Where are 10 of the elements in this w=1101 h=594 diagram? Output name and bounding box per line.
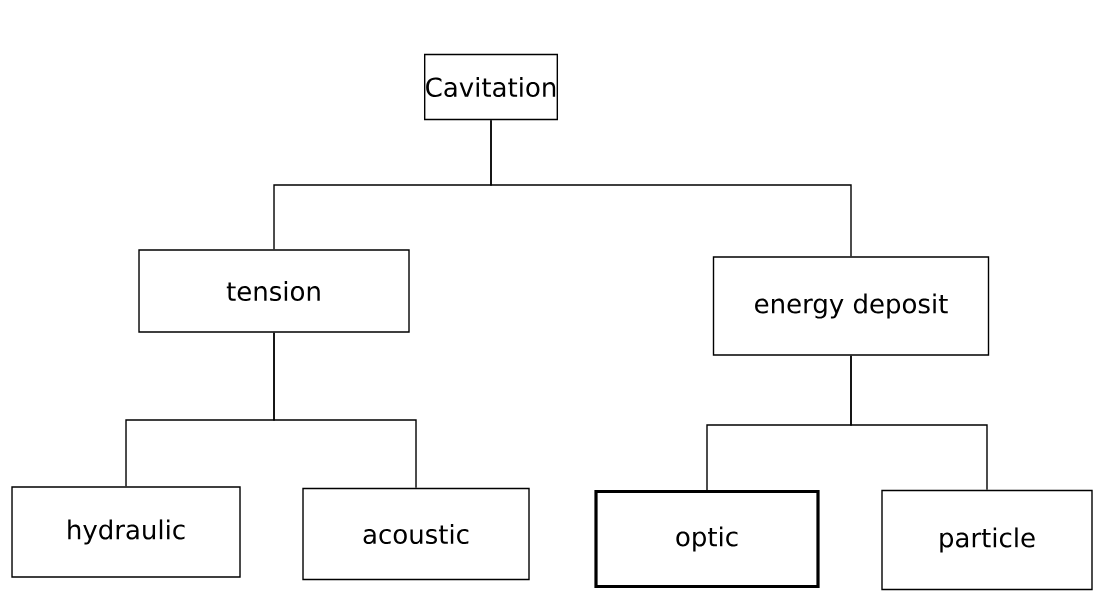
box: Cavitation (424, 53, 559, 121)
box: acoustic (302, 487, 530, 581)
box: hydraulic (11, 486, 241, 578)
box: tension (138, 249, 410, 333)
box: particle (881, 489, 1093, 591)
box: optic (594, 489, 820, 589)
box: energy deposit (712, 256, 990, 356)
connector-line (850, 355, 988, 491)
connector-line (273, 332, 417, 489)
connector-line (490, 119, 852, 257)
